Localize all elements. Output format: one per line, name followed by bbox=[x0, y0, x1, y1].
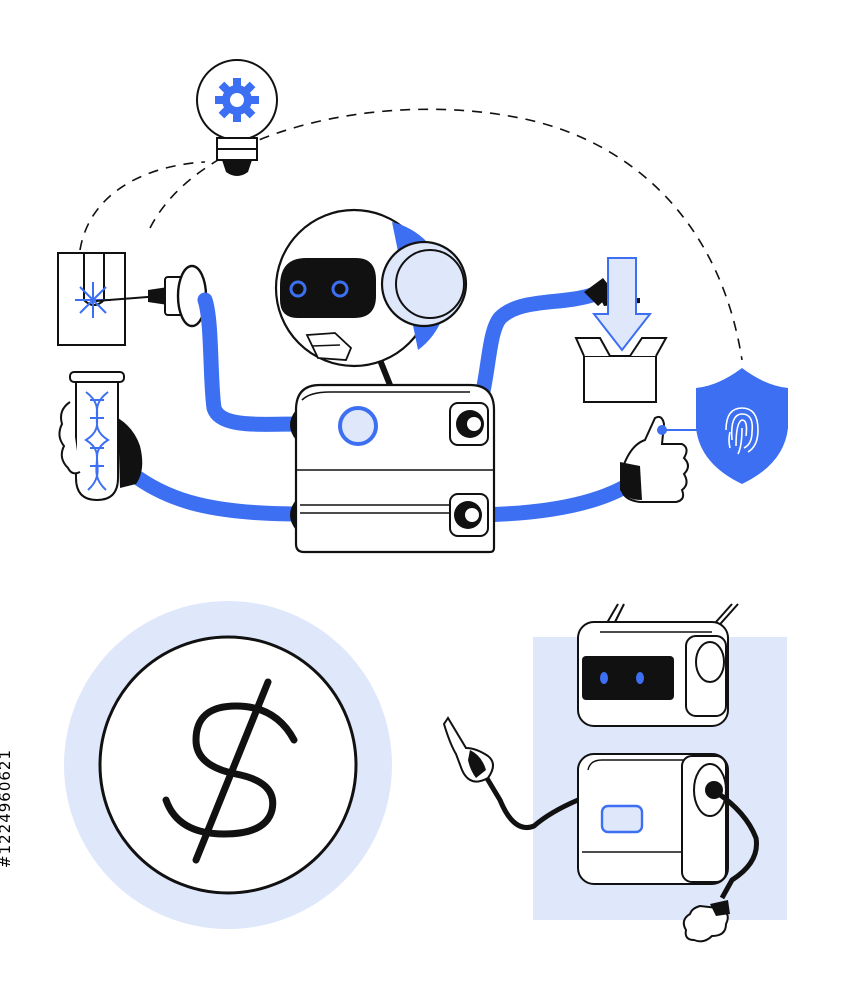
robot-head bbox=[274, 208, 468, 392]
lightbulb-gear-icon bbox=[196, 59, 278, 176]
robot-body bbox=[290, 383, 496, 554]
package-download-icon bbox=[574, 257, 668, 403]
dollar-coin-icon bbox=[64, 601, 392, 929]
thumbs-up-hand-icon bbox=[620, 415, 712, 503]
fingerprint-shield-icon bbox=[696, 368, 788, 484]
lab-device-icon bbox=[57, 252, 208, 346]
dna-test-tube-icon bbox=[58, 371, 143, 502]
stock-id-label: #1224960621 bbox=[0, 748, 14, 868]
small-robot bbox=[442, 603, 787, 943]
